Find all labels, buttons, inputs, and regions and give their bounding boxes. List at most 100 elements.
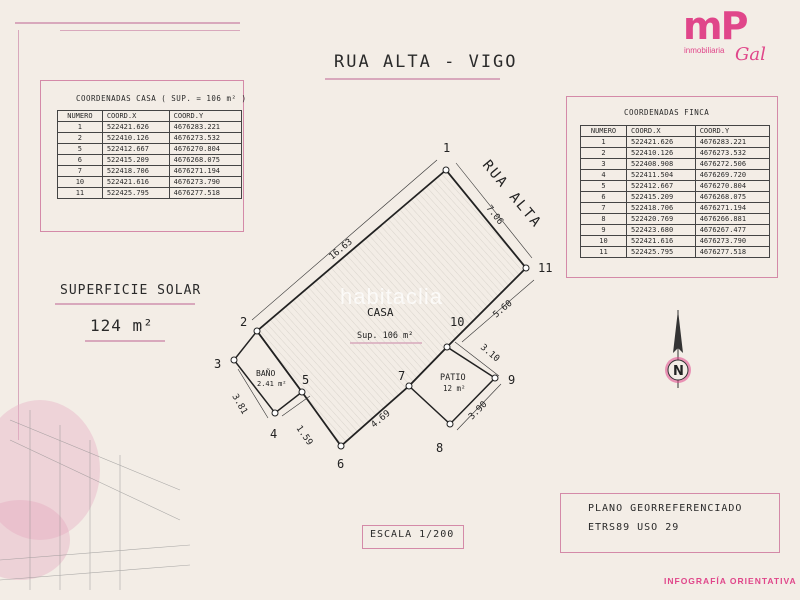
table-cell: 11 <box>579 246 628 258</box>
point-marker-1 <box>442 166 450 174</box>
table-cell: 7 <box>579 202 628 214</box>
table-cell: 4676283.221 <box>694 136 771 148</box>
table-cell: 4676271.194 <box>694 202 771 214</box>
table-cell: 522423.680 <box>626 224 696 236</box>
table-cell: 1 <box>579 136 628 148</box>
table-cell: 4676268.075 <box>694 191 771 203</box>
table-cell: 4676267.477 <box>694 224 771 236</box>
table-cell: 522425.795 <box>626 246 696 258</box>
plano-line2: ETRS89 USO 29 <box>588 522 680 533</box>
table-cell: 522420.769 <box>626 213 696 225</box>
table-cell: 7 <box>57 165 103 177</box>
table-cell: 522418.706 <box>101 165 170 177</box>
table-finca-caption: COORDENADAS FINCA <box>624 108 710 117</box>
table-cell: 6 <box>579 191 628 203</box>
dim-10-9: 3.10 <box>478 343 501 365</box>
point-marker-6 <box>337 442 345 450</box>
patio-sup: 12 m² <box>443 384 466 393</box>
point-label-6: 6 <box>337 457 344 470</box>
patio-label: PATIO <box>440 373 466 383</box>
table-cell: 522415.209 <box>101 154 170 166</box>
sketch-line-top <box>15 22 240 24</box>
table-cell: 522421.616 <box>626 235 696 247</box>
point-label-3: 3 <box>214 357 221 371</box>
logo-gal: Gal <box>735 44 766 65</box>
table-header-cell: NUMERO <box>579 125 628 137</box>
dim-11-10: 5.60 <box>492 299 515 321</box>
table-header-cell: COORD.Y <box>694 125 771 137</box>
bano-sup: 2.41 m² <box>257 380 287 388</box>
table-cell: 10 <box>57 176 103 188</box>
table-header-cell: COORD.Y <box>168 110 243 122</box>
table-cell: 4 <box>579 169 628 181</box>
sketch-line-top-2 <box>60 30 240 31</box>
superficie-underline <box>55 303 195 305</box>
point-marker-4 <box>271 409 279 417</box>
north-arrow-icon: N <box>665 310 691 388</box>
table-cell: 5 <box>579 180 628 192</box>
table-cell: 522421.626 <box>101 121 170 133</box>
point-label-11: 11 <box>538 261 552 275</box>
table-cell: 4676272.506 <box>694 158 771 170</box>
table-cell: 4676273.532 <box>694 147 771 159</box>
table-header-cell: NUMERO <box>57 110 103 122</box>
table-casa-caption: COORDENADAS CASA ( SUP. = 106 m² ) <box>76 94 247 103</box>
point-marker-3 <box>230 356 238 364</box>
table-cell: 4676277.518 <box>168 187 243 199</box>
table-header-cell: COORD.X <box>101 110 170 122</box>
watercolor-sketch-decoration <box>0 400 191 590</box>
dim-3-4: 3.81 <box>229 393 249 417</box>
bano-label: BAÑO <box>256 368 275 378</box>
table-cell: 522415.209 <box>626 191 696 203</box>
point-label-4: 4 <box>270 427 277 441</box>
table-cell: 6 <box>57 154 103 166</box>
page-title: RUA ALTA - VIGO <box>334 52 518 72</box>
table-cell: 522408.908 <box>626 158 696 170</box>
north-label: N <box>673 364 684 379</box>
table-cell: 522418.706 <box>626 202 696 214</box>
point-label-5: 5 <box>302 373 309 387</box>
table-cell: 522411.504 <box>626 169 696 181</box>
table-cell: 4676266.881 <box>694 213 771 225</box>
table-cell: 522410.126 <box>626 147 696 159</box>
plano-frame <box>560 493 780 553</box>
sketch-line-left <box>18 30 19 440</box>
table-cell: 4676270.804 <box>694 180 771 192</box>
table-cell: 9 <box>579 224 628 236</box>
point-label-2: 2 <box>240 315 247 329</box>
point-marker-2 <box>253 327 261 335</box>
superficie-value: 124 m² <box>90 316 154 335</box>
escala-frame <box>362 525 464 549</box>
table-cell: 4676269.720 <box>694 169 771 181</box>
table-cell: 522412.667 <box>101 143 170 155</box>
point-marker-8 <box>446 420 454 428</box>
table-cell: 522421.616 <box>101 176 170 188</box>
escala-label: ESCALA 1/200 <box>370 529 455 540</box>
table-cell: 2 <box>579 147 628 159</box>
point-label-7: 7 <box>398 369 405 383</box>
table-cell: 4676273.790 <box>694 235 771 247</box>
point-label-10: 10 <box>450 315 464 329</box>
table-casa-frame <box>40 80 244 232</box>
table-cell: 3 <box>579 158 628 170</box>
table-cell: 1 <box>57 121 103 133</box>
logo-mp: mP <box>683 4 748 48</box>
footer-label: INFOGRAFÍA ORIENTATIVA <box>664 576 797 586</box>
table-cell: 5 <box>57 143 103 155</box>
watermark: habitaclia <box>340 284 443 309</box>
table-cell: 522410.126 <box>101 132 170 144</box>
point-marker-9 <box>491 374 499 382</box>
logo-inmobiliaria: inmobiliaria <box>684 46 725 55</box>
table-cell: 8 <box>579 213 628 225</box>
